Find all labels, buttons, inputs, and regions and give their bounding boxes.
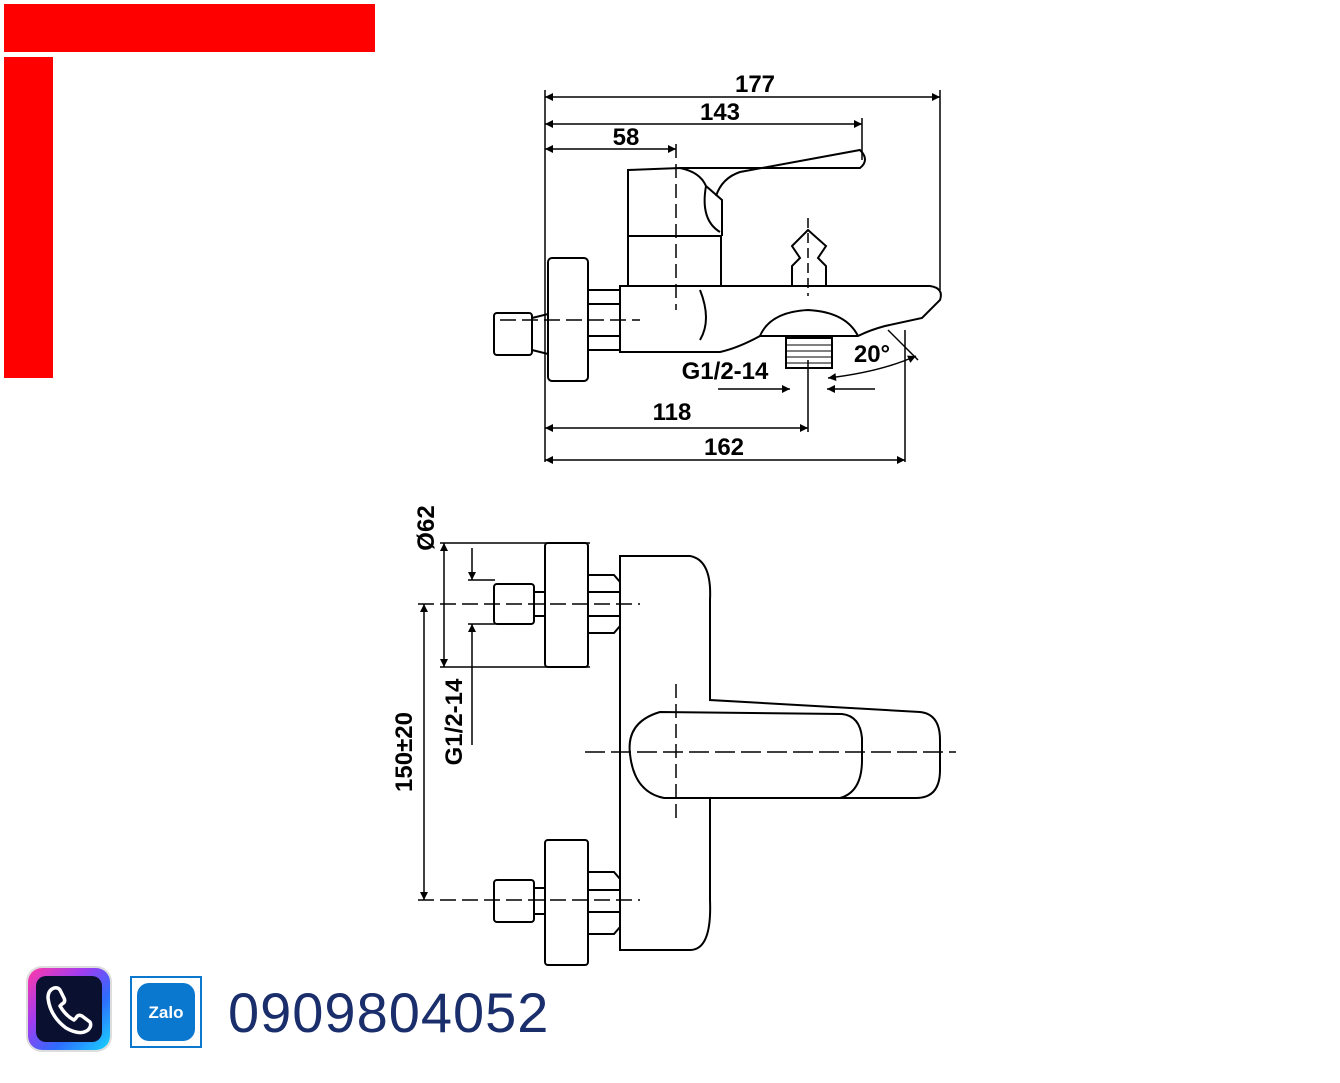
dim-label-inlet-spacing: 150±20 <box>391 712 418 792</box>
dim-label-spout-thread: G1/2-14 <box>682 358 769 385</box>
top-view <box>418 542 956 966</box>
zalo-icon[interactable]: Zalo <box>130 976 202 1048</box>
dim-label-lever-offset: 58 <box>613 124 640 151</box>
side-view <box>493 90 942 464</box>
red-side-bar <box>4 57 53 378</box>
phone-handset-icon <box>46 986 93 1035</box>
red-banner-bar <box>4 4 375 52</box>
dim-label-outlet-distance: 118 <box>653 399 692 426</box>
dim-label-flange-diameter: Ø62 <box>413 505 440 550</box>
dim-label-spout-length: 143 <box>700 99 740 126</box>
phone-number[interactable]: 0909804052 <box>228 981 550 1044</box>
phone-icon[interactable] <box>28 968 110 1050</box>
dim-label-inlet-thread: G1/2-14 <box>441 678 468 765</box>
dim-label-overall-length: 177 <box>735 71 775 98</box>
dim-label-body-length: 162 <box>704 434 744 461</box>
zalo-label: Zalo <box>148 1003 184 1022</box>
dim-label-spout-angle: 20° <box>854 341 890 368</box>
